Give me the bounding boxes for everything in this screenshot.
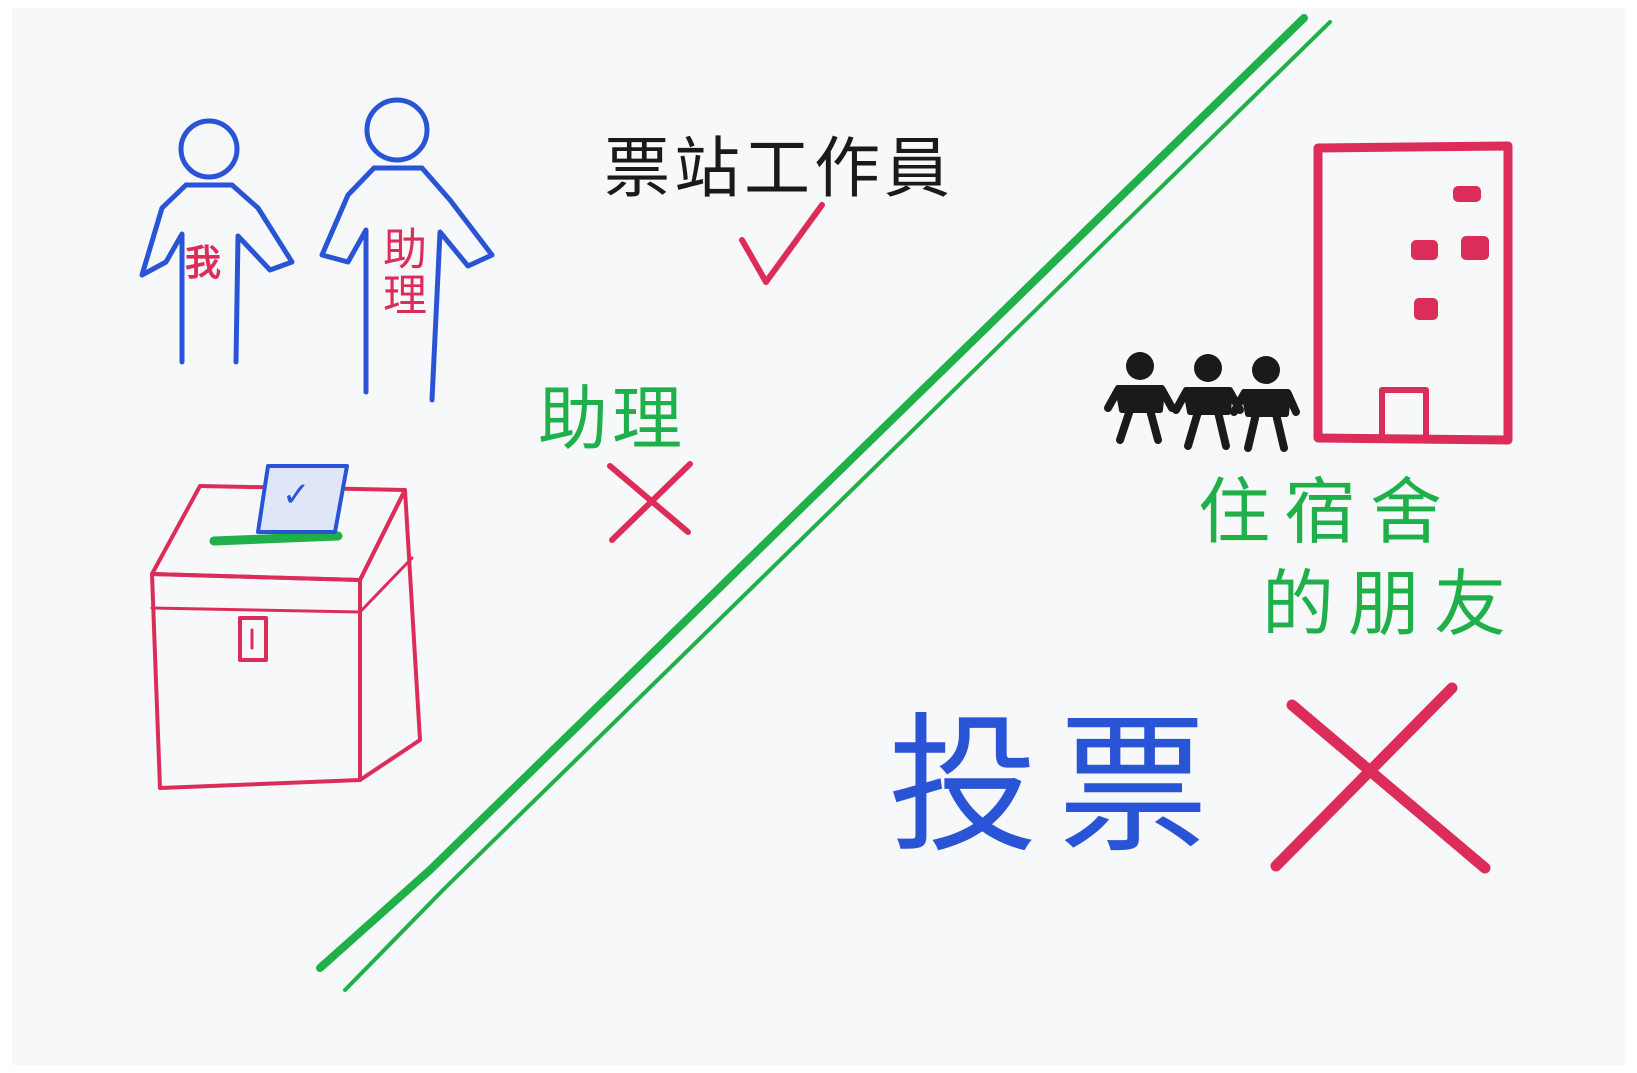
assistant-label: 助理 (538, 378, 686, 460)
me-shirt-label: 我 (185, 243, 222, 284)
diagonal-divider (316, 14, 1332, 992)
staff-check-mark-icon (739, 202, 825, 285)
assistant-shirt-label: 助理 (375, 226, 426, 318)
dormitory-building-icon (1313, 141, 1513, 445)
dorm-friends-label-line2: 的朋友 (1262, 562, 1521, 646)
friends-group-icon (1104, 352, 1300, 452)
ballot-check-icon: ✓ (282, 475, 311, 515)
ballot-box-icon (150, 464, 422, 790)
person-assistant-icon (319, 97, 495, 403)
vote-label: 投票 (888, 700, 1229, 874)
assistant-x-mark-icon (607, 461, 693, 543)
person-me-icon (139, 118, 295, 365)
poll-staff-label: 票站工作員 (604, 130, 954, 207)
dorm-friends-label-line1: 住宿舍 (1198, 470, 1457, 554)
vote-x-mark-icon (1270, 682, 1491, 874)
